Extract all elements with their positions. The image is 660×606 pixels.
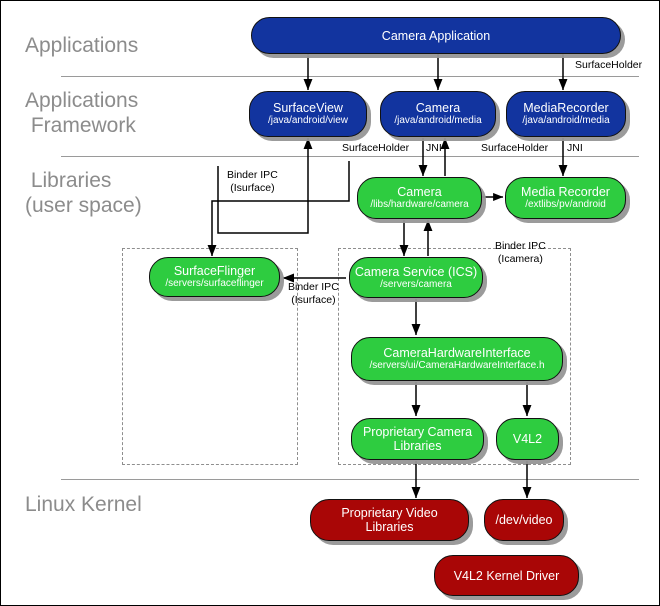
node-title: CameraHardwareInterface bbox=[383, 346, 531, 360]
node-surfaceflinger[interactable]: SurfaceFlinger /servers/surfaceflinger bbox=[149, 257, 280, 297]
node-title: SurfaceFlinger bbox=[173, 264, 256, 278]
layer-label-libraries: Libraries (user space) bbox=[25, 169, 142, 217]
node-title: /dev/video bbox=[495, 513, 553, 527]
node-subtitle: /libs/hardware/camera bbox=[370, 199, 469, 210]
node-title: V4L2 bbox=[512, 432, 543, 446]
divider-framework bbox=[61, 156, 639, 157]
node-title: Camera Service (ICS) bbox=[354, 264, 478, 279]
node-subtitle: Libraries bbox=[393, 439, 442, 453]
node-subtitle: /servers/ui/CameraHardwareInterface.h bbox=[369, 360, 545, 371]
node-proprietary-camera-libraries[interactable]: Proprietary Camera Libraries bbox=[351, 418, 484, 460]
node-camera-lib[interactable]: Camera /libs/hardware/camera bbox=[357, 177, 482, 219]
node-title: Camera bbox=[415, 101, 461, 115]
divider-libraries bbox=[61, 479, 639, 480]
edge-label-surfaceholder-camera-java: SurfaceHolder bbox=[342, 142, 410, 154]
layer-label-linux-kernel: Linux Kernel bbox=[25, 493, 142, 516]
node-title: Proprietary Camera bbox=[362, 425, 473, 439]
node-mediarecorder-java[interactable]: MediaRecorder /java/android/media bbox=[506, 91, 626, 137]
layer-label-applications: Applications bbox=[25, 34, 139, 57]
edge-label-binder-ipc-isurface-service: Binder IPC (Isurface) bbox=[288, 281, 339, 306]
edge-label-jni-camera-java: JNI bbox=[426, 142, 442, 154]
node-subtitle: /servers/camera bbox=[380, 278, 452, 290]
divider-applications bbox=[61, 76, 639, 77]
node-title: Camera Application bbox=[381, 28, 491, 43]
edge-label-surfaceholder-mediarecorder-java: SurfaceHolder bbox=[481, 142, 549, 154]
node-v4l2-kernel-driver[interactable]: V4L2 Kernel Driver bbox=[434, 555, 579, 596]
node-subtitle: /servers/surfaceflinger bbox=[165, 278, 264, 289]
edge-label-binder-ipc-isurface-top: Binder IPC (Isurface) bbox=[227, 169, 278, 194]
edge-label-binder-ipc-icamera: Binder IPC (Icamera) bbox=[495, 240, 546, 265]
node-subtitle: Libraries bbox=[365, 520, 414, 534]
node-title: MediaRecorder bbox=[523, 101, 609, 115]
node-dev-video[interactable]: /dev/video bbox=[484, 499, 564, 541]
node-title: SurfaceView bbox=[273, 101, 343, 115]
node-title: Camera bbox=[397, 185, 442, 199]
node-camera-application[interactable]: Camera Application bbox=[251, 17, 621, 54]
node-title: Proprietary Video bbox=[341, 506, 438, 520]
node-subtitle: /java/android/media bbox=[394, 115, 482, 126]
node-subtitle: /java/android/view bbox=[267, 115, 349, 126]
node-proprietary-video-libraries[interactable]: Proprietary Video Libraries bbox=[310, 499, 469, 541]
node-title: Media Recorder bbox=[521, 185, 610, 199]
node-v4l2[interactable]: V4L2 bbox=[496, 418, 559, 460]
node-camera-service[interactable]: Camera Service (ICS) /servers/camera bbox=[349, 257, 483, 298]
node-subtitle: /java/android/media bbox=[522, 115, 610, 126]
node-media-recorder-lib[interactable]: Media Recorder /extlibs/pv/android bbox=[505, 177, 626, 219]
camera-service-group bbox=[338, 248, 571, 465]
edge-label-jni-mediarecorder-java: JNI bbox=[567, 142, 583, 154]
edge-label-surfaceholder-app-mediarecorder: SurfaceHolder bbox=[575, 59, 643, 71]
node-camera-hardware-interface[interactable]: CameraHardwareInterface /servers/ui/Came… bbox=[351, 337, 563, 381]
node-surfaceview[interactable]: SurfaceView /java/android/view bbox=[249, 91, 367, 137]
layer-label-applications-framework: Applications Framework bbox=[25, 89, 139, 137]
node-camera-java[interactable]: Camera /java/android/media bbox=[380, 91, 496, 137]
node-title: V4L2 Kernel Driver bbox=[453, 568, 560, 583]
node-subtitle: /extlibs/pv/android bbox=[525, 199, 606, 210]
